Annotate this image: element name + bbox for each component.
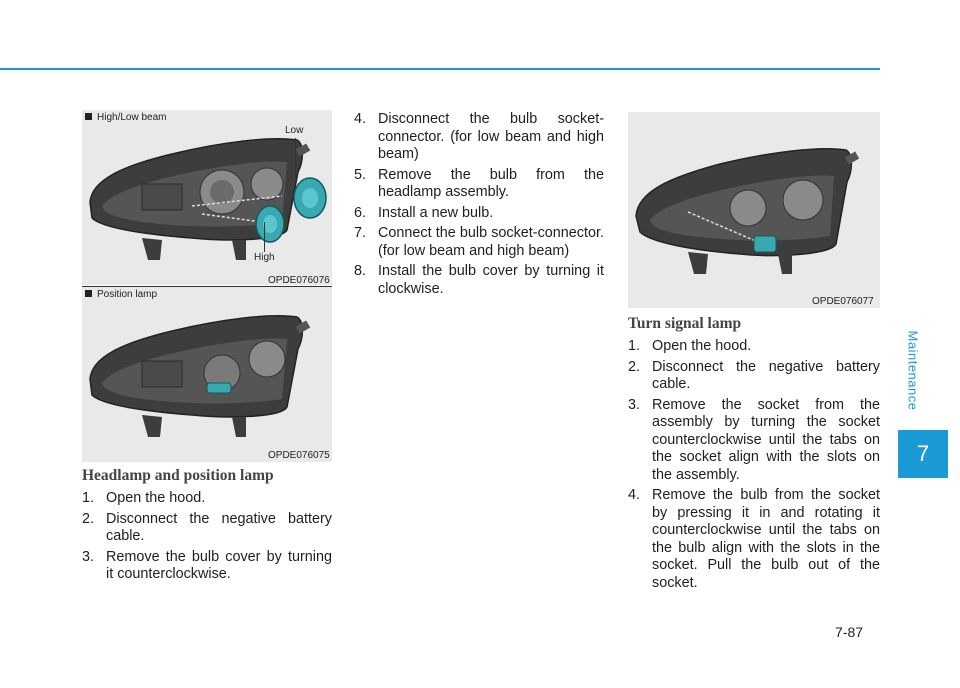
step-list: 1.Open the hood. 2.Disconnect the negati… [628, 338, 880, 592]
square-bullet-icon [85, 290, 92, 297]
figure-code: OPDE076076 [268, 275, 330, 286]
left-column: Headlamp and position lamp 1.Open the ho… [82, 466, 332, 587]
figure-separator [82, 286, 332, 287]
square-bullet-icon [85, 113, 92, 120]
list-item: 3.Remove the bulb cover by turning it co… [82, 548, 332, 583]
middle-column: 4.Disconnect the bulb socket-connector. … [354, 111, 604, 301]
figure-caption: Position lamp [85, 289, 157, 300]
top-rule [0, 68, 880, 70]
callout-low: Low [285, 125, 304, 136]
figure-high-low-beam [82, 110, 332, 285]
section-heading: Headlamp and position lamp [82, 467, 274, 484]
headlamp-illustration [89, 315, 311, 437]
list-item: 4.Remove the bulb from the socket by pre… [628, 487, 880, 591]
list-item: 1.Open the hood. [82, 490, 206, 506]
callout-leader-low [295, 138, 296, 178]
headlamp-illustration [89, 138, 327, 260]
figure-code: OPDE076075 [268, 450, 330, 461]
chapter-tab: 7 [898, 430, 948, 478]
section-side-label: Maintenance [905, 330, 921, 410]
list-item: 7.Connect the bulb socket-connector. (fo… [354, 225, 604, 259]
list-item: 2.Disconnect the negative battery cable. [82, 510, 332, 545]
list-item: 1.Open the hood. [628, 338, 752, 354]
callout-high: High [254, 252, 275, 263]
figure-caption: High/Low beam [85, 112, 166, 123]
step-list: 4.Disconnect the bulb socket-connector. … [354, 111, 604, 298]
page-number: 7-87 [835, 624, 864, 640]
list-item: 5.Remove the bulb from the headlamp asse… [354, 166, 604, 201]
headlamp-illustration [635, 148, 860, 274]
list-item: 3.Remove the socket from the assembly by… [628, 396, 880, 483]
figure-code: OPDE076077 [812, 296, 874, 307]
right-column: Turn signal lamp 1.Open the hood. 2.Disc… [628, 314, 880, 595]
step-list: 1.Open the hood. 2.Disconnect the negati… [82, 490, 332, 584]
figure-turn-signal [628, 112, 880, 308]
figure-position-lamp [82, 287, 332, 462]
list-item: 2.Disconnect the negative battery cable. [628, 358, 880, 393]
list-item: 4.Disconnect the bulb socket-connector. … [354, 111, 604, 162]
list-item: 8.Install the bulb cover by turning it c… [354, 263, 604, 297]
list-item: 6.Install a new bulb. [354, 204, 494, 221]
section-heading: Turn signal lamp [628, 315, 742, 332]
callout-leader-high [264, 222, 265, 252]
